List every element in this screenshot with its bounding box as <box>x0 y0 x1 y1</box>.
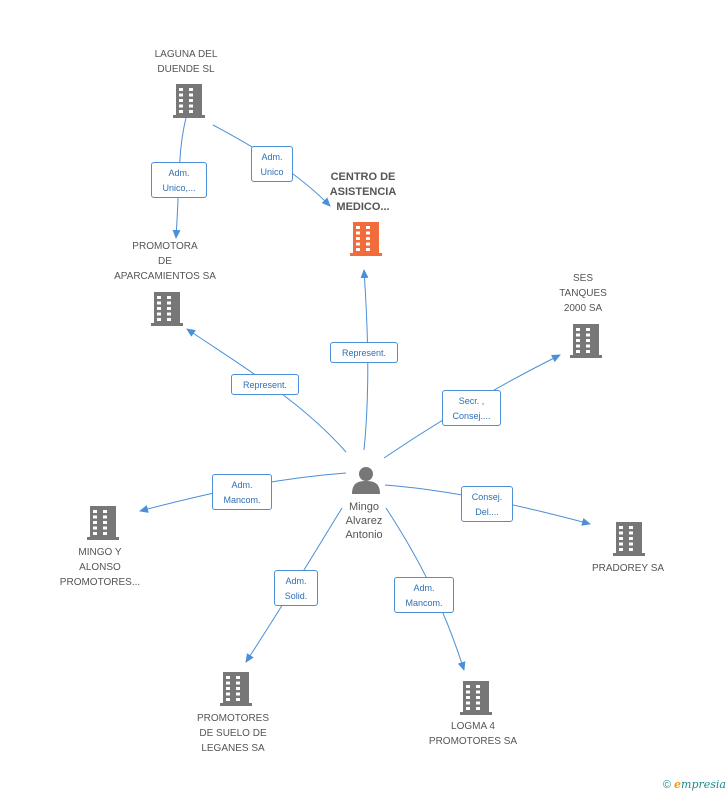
edge-label-e2-line-1: Adm. <box>261 152 283 162</box>
edge-label-e6-line-1: Adm. <box>231 480 253 490</box>
logma-label-line-1: LOGMA 4 <box>451 721 495 732</box>
edge-label-e7-line-2: Del.... <box>475 507 499 517</box>
mingo-label-line-1: MINGO Y <box>78 547 122 558</box>
edge-label-e2[interactable]: Adm. Unico <box>251 146 293 182</box>
edge-label-e6[interactable]: Adm. Mancom. <box>212 474 272 510</box>
brand-logo: empresia <box>674 778 726 791</box>
promotora-label-line-2: DE <box>158 256 172 267</box>
edge-label-e9-line-2: Mancom. <box>405 598 443 608</box>
suelo-label[interactable]: PROMOTORES DE SUELO DE LEGANES SA <box>178 711 288 756</box>
person-label[interactable]: Mingo Alvarez Antonio <box>329 500 399 542</box>
pradorey-building-icon[interactable] <box>613 522 645 561</box>
promotora-building-icon[interactable] <box>151 292 183 331</box>
center-company-label[interactable]: CENTRO DE ASISTENCIA MEDICO... <box>313 170 413 215</box>
edge-label-e1-line-1: Adm. <box>168 168 190 178</box>
edge-label-e4[interactable]: Represent. <box>330 342 398 363</box>
laguna-label-line-2: DUENDE SL <box>157 64 215 75</box>
pradorey-label[interactable]: PRADOREY SA <box>578 561 678 576</box>
edge-label-e6-line-2: Mancom. <box>223 495 261 505</box>
person-label-line-3: Antonio <box>345 529 383 541</box>
person-icon[interactable] <box>352 467 380 494</box>
edge-label-e5-line-2: Consej.... <box>452 411 491 421</box>
edge-label-e2-line-2: Unico <box>260 167 284 177</box>
suelo-label-line-1: PROMOTORES <box>196 713 270 724</box>
promotora-label-line-1: PROMOTORA <box>132 241 198 252</box>
mingo-label-line-3: PROMOTORES... <box>59 577 141 588</box>
edge-label-e4-line-1: Represent. <box>341 348 387 358</box>
ses-label-line-3: 2000 SA <box>563 303 603 314</box>
edge-label-e7[interactable]: Consej. Del.... <box>461 486 513 522</box>
mingo-label-line-2: ALONSO <box>79 562 121 573</box>
logma-label-line-2: PROMOTORES SA <box>428 736 518 747</box>
edge-label-e1-line-2: Unico,... <box>162 183 196 193</box>
edge-label-e3[interactable]: Represent. <box>231 374 299 395</box>
edge-label-e5[interactable]: Secr. , Consej.... <box>442 390 501 426</box>
mingo-building-icon[interactable] <box>87 506 119 545</box>
edge-label-e9-line-1: Adm. <box>413 583 435 593</box>
edge-label-e8-line-1: Adm. <box>285 576 307 586</box>
edge-label-e3-line-1: Represent. <box>242 380 288 390</box>
person-label-line-1: Mingo <box>349 501 379 513</box>
brand-logo-e: e <box>674 778 682 791</box>
person-label-line-2: Alvarez <box>345 515 383 527</box>
laguna-label-line-1: LAGUNA DEL <box>154 49 218 60</box>
center-label-line-3: MEDICO... <box>336 201 390 213</box>
edge-label-e9[interactable]: Adm. Mancom. <box>394 577 454 613</box>
suelo-label-line-3: LEGANES SA <box>201 743 265 754</box>
promotora-label-line-3: APARCAMIENTOS SA <box>114 271 216 282</box>
suelo-label-line-2: DE SUELO DE <box>199 728 267 739</box>
ses-building-icon[interactable] <box>570 324 602 363</box>
pradorey-label-line-1: PRADOREY SA <box>591 563 665 574</box>
ses-label[interactable]: SES TANQUES 2000 SA <box>543 271 623 316</box>
edge-label-e8-line-2: Solid. <box>284 591 308 601</box>
edge-label-e7-line-1: Consej. <box>471 492 503 502</box>
center-label-line-2: ASISTENCIA <box>329 186 397 198</box>
ses-label-line-2: TANQUES <box>559 288 607 299</box>
ses-label-line-1: SES <box>572 273 593 284</box>
center-label-line-1: CENTRO DE <box>330 171 396 183</box>
laguna-label[interactable]: LAGUNA DEL DUENDE SL <box>126 47 246 77</box>
promotora-label[interactable]: PROMOTORA DE APARCAMIENTOS SA <box>100 239 230 284</box>
footer-brand[interactable]: © empresia <box>663 778 726 791</box>
brand-logo-rest: mpresia <box>681 778 726 791</box>
logma-label[interactable]: LOGMA 4 PROMOTORES SA <box>418 719 528 749</box>
mingo-label[interactable]: MINGO Y ALONSO PROMOTORES... <box>45 545 155 590</box>
edge-label-e1[interactable]: Adm. Unico,... <box>151 162 207 198</box>
edge-label-e8[interactable]: Adm. Solid. <box>274 570 318 606</box>
suelo-building-icon[interactable] <box>220 672 252 711</box>
center-building-icon[interactable] <box>350 222 382 261</box>
logma-building-icon[interactable] <box>460 681 492 720</box>
edge-label-e5-line-1: Secr. , <box>458 396 485 406</box>
copyright-icon: © <box>662 779 671 791</box>
laguna-building-icon[interactable] <box>173 84 205 123</box>
